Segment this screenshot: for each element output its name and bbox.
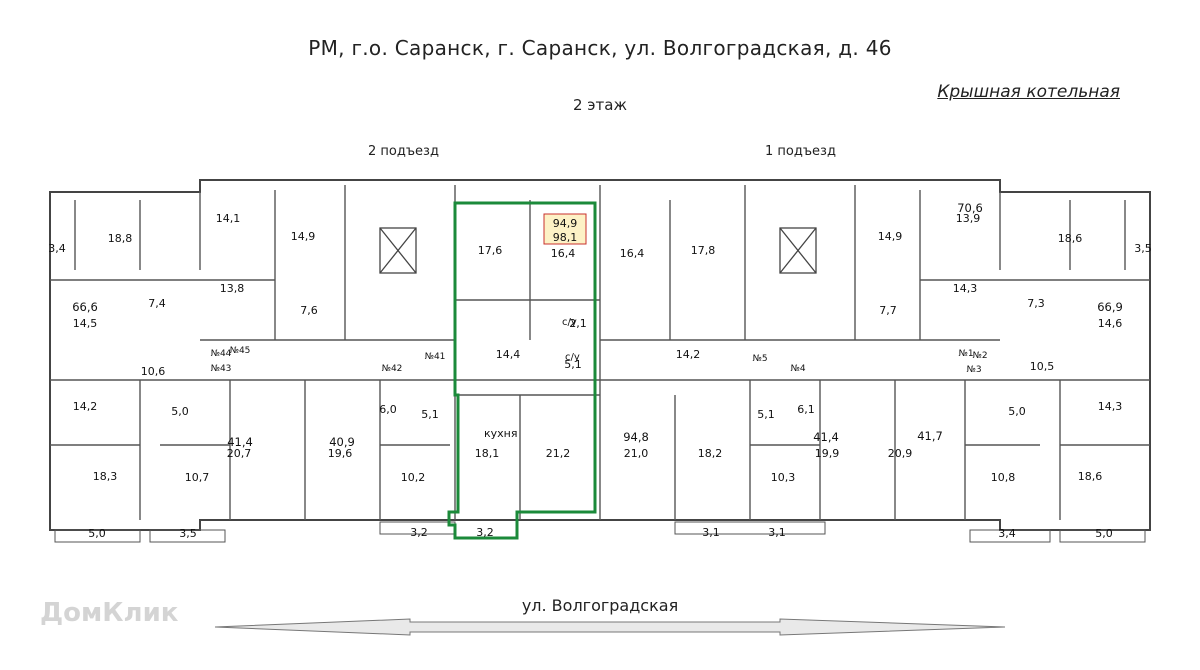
room-area-label: 5,1 (564, 358, 582, 371)
stairwells (379, 227, 817, 274)
apartment-total-area: 66,9 (1097, 300, 1123, 314)
selected-apartment-area-box (543, 213, 587, 245)
room-area-label: 10,6 (141, 365, 166, 378)
apartment-number: №44 (211, 349, 232, 359)
room-area-label: 3,1 (768, 526, 786, 539)
watermark-logo: ДомКлик (40, 598, 179, 628)
room-area-label: 5,0 (1095, 527, 1113, 540)
room-area-label: 3,1 (702, 526, 720, 539)
room-area-label: 5,0 (88, 527, 106, 540)
room-area-label: 14,9 (878, 230, 903, 243)
room-area-label: 18,6 (1078, 470, 1103, 483)
room-area-label: 18,3 (93, 470, 118, 483)
room-area-label: 3,4 (48, 242, 66, 255)
apartment-total-area: 66,6 (72, 300, 98, 314)
room-area-label: 14,4 (496, 348, 521, 361)
room-area-label: 14,6 (1098, 317, 1123, 330)
room-area-label: 10,8 (991, 471, 1016, 484)
room-area-label: 20,9 (888, 447, 913, 460)
selected-apartment-outline (447, 201, 597, 540)
apartment-total-area: 41,4 (813, 430, 839, 444)
room-area-label: 5,1 (421, 408, 439, 421)
room-area-label: 21,2 (546, 447, 571, 460)
room-area-label: 10,5 (1030, 360, 1055, 373)
apartment-number: №4 (790, 364, 805, 374)
wc-label-2: с/у (565, 352, 580, 363)
room-area-label: 16,4 (620, 247, 645, 260)
apartment-number: №3 (966, 365, 981, 375)
page-title: РМ, г.о. Саранск, г. Саранск, ул. Волгог… (308, 36, 892, 60)
apartment-total-area: 40,9 (329, 435, 355, 449)
room-area-label: 14,2 (73, 400, 98, 413)
room-area-label: 14,5 (73, 317, 98, 330)
room-area-label: 14,9 (291, 230, 316, 243)
interior-walls (50, 185, 1150, 520)
room-area-label: 18,2 (698, 447, 723, 460)
outer-walls (49, 179, 1151, 531)
room-area-label: 2,1 (569, 317, 587, 330)
room-area-label: 7,6 (300, 304, 318, 317)
apartment-number: №42 (382, 364, 403, 374)
room-area-label: 3,2 (476, 526, 494, 539)
floor-label: 2 этаж (573, 96, 627, 114)
room-area-label: 13,8 (220, 282, 245, 295)
apartment-total-area: 41,7 (917, 429, 943, 443)
selected-apartment-total-area: 94,9 (553, 217, 578, 230)
room-labels: 3,4 18,8 14,1 14,9 13,8 7,6 17,6 16,4 16,4 17,8 14… (48, 212, 1152, 540)
room-area-label: 14,2 (676, 348, 701, 361)
selected-apartment-area-with-balcony: 98,1 (553, 231, 578, 244)
room-area-label: 5,1 (757, 408, 775, 421)
room-area-label: 7,7 (879, 304, 897, 317)
apartment-totals: 66,6 41,4 40,9 94,8 41,4 41,7 70,6 66,9 (72, 201, 1123, 449)
room-area-label: 16,4 (551, 247, 576, 260)
room-area-label: 3,4 (998, 527, 1016, 540)
rooftop-boiler-note: Крышная котельная (937, 82, 1120, 102)
apartment-total-area: 70,6 (957, 201, 983, 215)
room-area-label: 13,9 (956, 212, 981, 225)
room-area-label: 10,3 (771, 471, 796, 484)
apartment-number: №5 (752, 354, 767, 364)
apartment-number: №45 (230, 346, 251, 356)
room-area-label: 17,6 (478, 244, 503, 257)
room-area-label: 14,1 (216, 212, 241, 225)
apartment-number: №41 (425, 352, 446, 362)
kitchen-label: кухня (484, 427, 517, 440)
room-area-label: 3,5 (1134, 242, 1152, 255)
room-area-label: 20,7 (227, 447, 252, 460)
room-area-label: 14,3 (953, 282, 978, 295)
room-area-label: 17,8 (691, 244, 716, 257)
room-area-label: 3,2 (410, 526, 428, 539)
room-area-label: 18,8 (108, 232, 133, 245)
room-area-label: 21,0 (624, 447, 649, 460)
balconies (54, 521, 1146, 543)
room-area-label: 6,1 (797, 403, 815, 416)
apartment-total-area: 41,4 (227, 435, 253, 449)
apartment-number: №1 (958, 349, 973, 359)
apartment-total-area: 94,8 (623, 430, 649, 444)
room-area-label: 3,5 (179, 527, 197, 540)
room-area-label: 19,6 (328, 447, 353, 460)
room-area-label: 5,0 (171, 405, 189, 418)
room-area-label: 7,4 (148, 297, 166, 310)
room-area-label: 18,1 (475, 447, 500, 460)
room-area-label: 18,6 (1058, 232, 1083, 245)
street-label: ул. Волгоградская (521, 596, 679, 615)
apartment-number: №43 (211, 364, 232, 374)
entrance-2-label: 2 подъезд (368, 144, 439, 159)
apartment-number: №2 (972, 351, 987, 361)
entrance-1-label: 1 подъезд (765, 144, 836, 159)
room-area-label: 19,9 (815, 447, 840, 460)
wc-label-1: с/у (562, 317, 577, 328)
room-area-label: 14,3 (1098, 400, 1123, 413)
room-area-label: 6,0 (379, 403, 397, 416)
street-arrow (214, 618, 1006, 636)
room-area-label: 5,0 (1008, 405, 1026, 418)
room-area-label: 10,2 (401, 471, 426, 484)
room-area-label: 7,3 (1027, 297, 1045, 310)
room-area-label: 10,7 (185, 471, 210, 484)
